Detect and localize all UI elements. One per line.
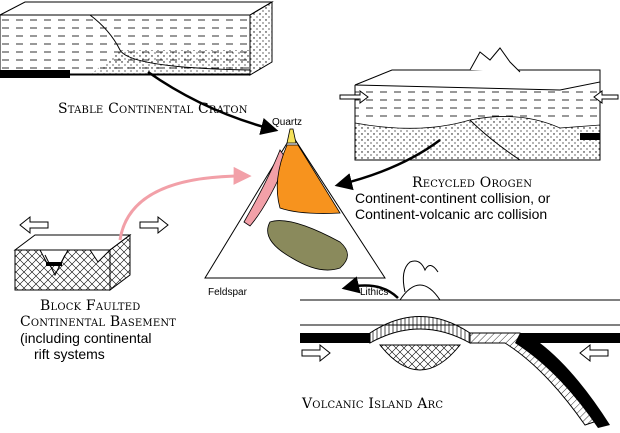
orogen-arrow xyxy=(334,138,441,191)
block-line1: Block Faulted xyxy=(40,298,141,314)
arc-field xyxy=(267,220,348,271)
block-line3: (including continental xyxy=(20,330,152,346)
orogen-line2: Continent-continent collision, or xyxy=(355,190,551,206)
quartz-vertex-label: Quartz xyxy=(272,117,303,128)
orogen-block xyxy=(339,47,619,161)
right-arrow-icon xyxy=(339,90,369,104)
orogen-line3: Continent-volcanic arc collision xyxy=(355,206,548,222)
arc-section xyxy=(300,260,620,428)
right-arrow-icon xyxy=(301,343,331,363)
craton-field xyxy=(286,128,297,144)
block-line2: Continental Basement xyxy=(20,314,177,330)
left-arrow-icon xyxy=(19,215,49,235)
orogen-title: Recycled Orogen xyxy=(412,175,533,191)
craton-label: Stable Continental Craton xyxy=(58,101,248,117)
feldspar-vertex-label: Feldspar xyxy=(208,287,247,298)
arc-label: Volcanic Island Arc xyxy=(302,396,444,412)
craton-block xyxy=(0,1,274,78)
lithics-vertex-label: Lithics xyxy=(360,287,389,298)
qfl-triangle xyxy=(204,128,386,279)
block-line4: rift systems xyxy=(34,346,105,362)
left-arrow-icon xyxy=(593,90,619,104)
rift-arrow xyxy=(118,166,252,241)
left-arrow-icon xyxy=(579,343,609,363)
rift-block xyxy=(13,215,169,291)
craton-arrow xyxy=(147,70,279,135)
orogen-field xyxy=(276,144,341,214)
arc-arrow xyxy=(341,276,399,299)
right-arrow-icon xyxy=(139,215,169,235)
